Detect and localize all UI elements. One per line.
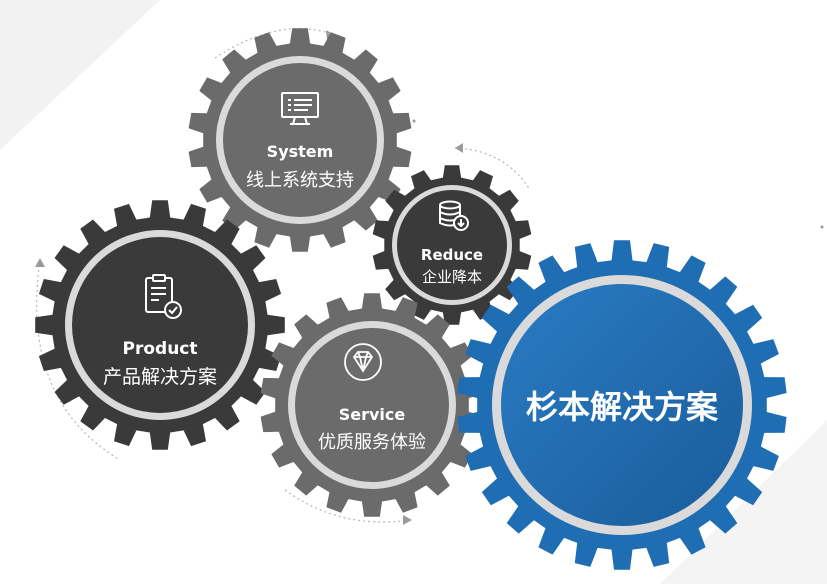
gear-system: System 线上系统支持 — [188, 28, 412, 252]
gear-main: 杉本解决方案 — [457, 240, 787, 570]
diamond-icon — [344, 343, 382, 381]
main-gear-face — [501, 284, 743, 526]
service-subtitle: 优质服务体验 — [318, 432, 426, 453]
reduce-title: Reduce — [421, 246, 483, 264]
service-title: Service — [339, 405, 406, 424]
orbit-dot — [820, 225, 824, 229]
background-shade — [0, 0, 160, 150]
orbit-arrow — [455, 143, 463, 153]
gear-reduce: Reduce 企业降本 — [372, 165, 532, 325]
database-download-icon — [439, 200, 469, 231]
orbit-dot — [412, 119, 416, 123]
product-subtitle: 产品解决方案 — [103, 366, 217, 388]
reduce-gear-face — [397, 190, 507, 300]
product-gear-face — [72, 237, 248, 413]
monitor-list-icon — [281, 92, 319, 125]
reduce-subtitle: 企业降本 — [422, 268, 482, 286]
system-gear-face — [223, 63, 377, 217]
system-subtitle: 线上系统支持 — [246, 170, 354, 191]
orbit-arc — [214, 28, 336, 59]
product-title: Product — [123, 339, 198, 359]
gear-product: Product 产品解决方案 — [35, 200, 285, 450]
service-gear-face — [295, 328, 449, 482]
orbit-arrow — [35, 258, 45, 267]
orbit-arrow — [403, 515, 412, 525]
orbit-arc — [36, 259, 121, 461]
clipboard-check-icon — [145, 274, 182, 319]
gear-service: Service 优质服务体验 — [260, 293, 484, 517]
orbit-arc — [454, 147, 531, 191]
system-title: System — [267, 142, 334, 161]
main-title: 杉本解决方案 — [526, 388, 719, 426]
orbit-arc — [284, 489, 411, 523]
